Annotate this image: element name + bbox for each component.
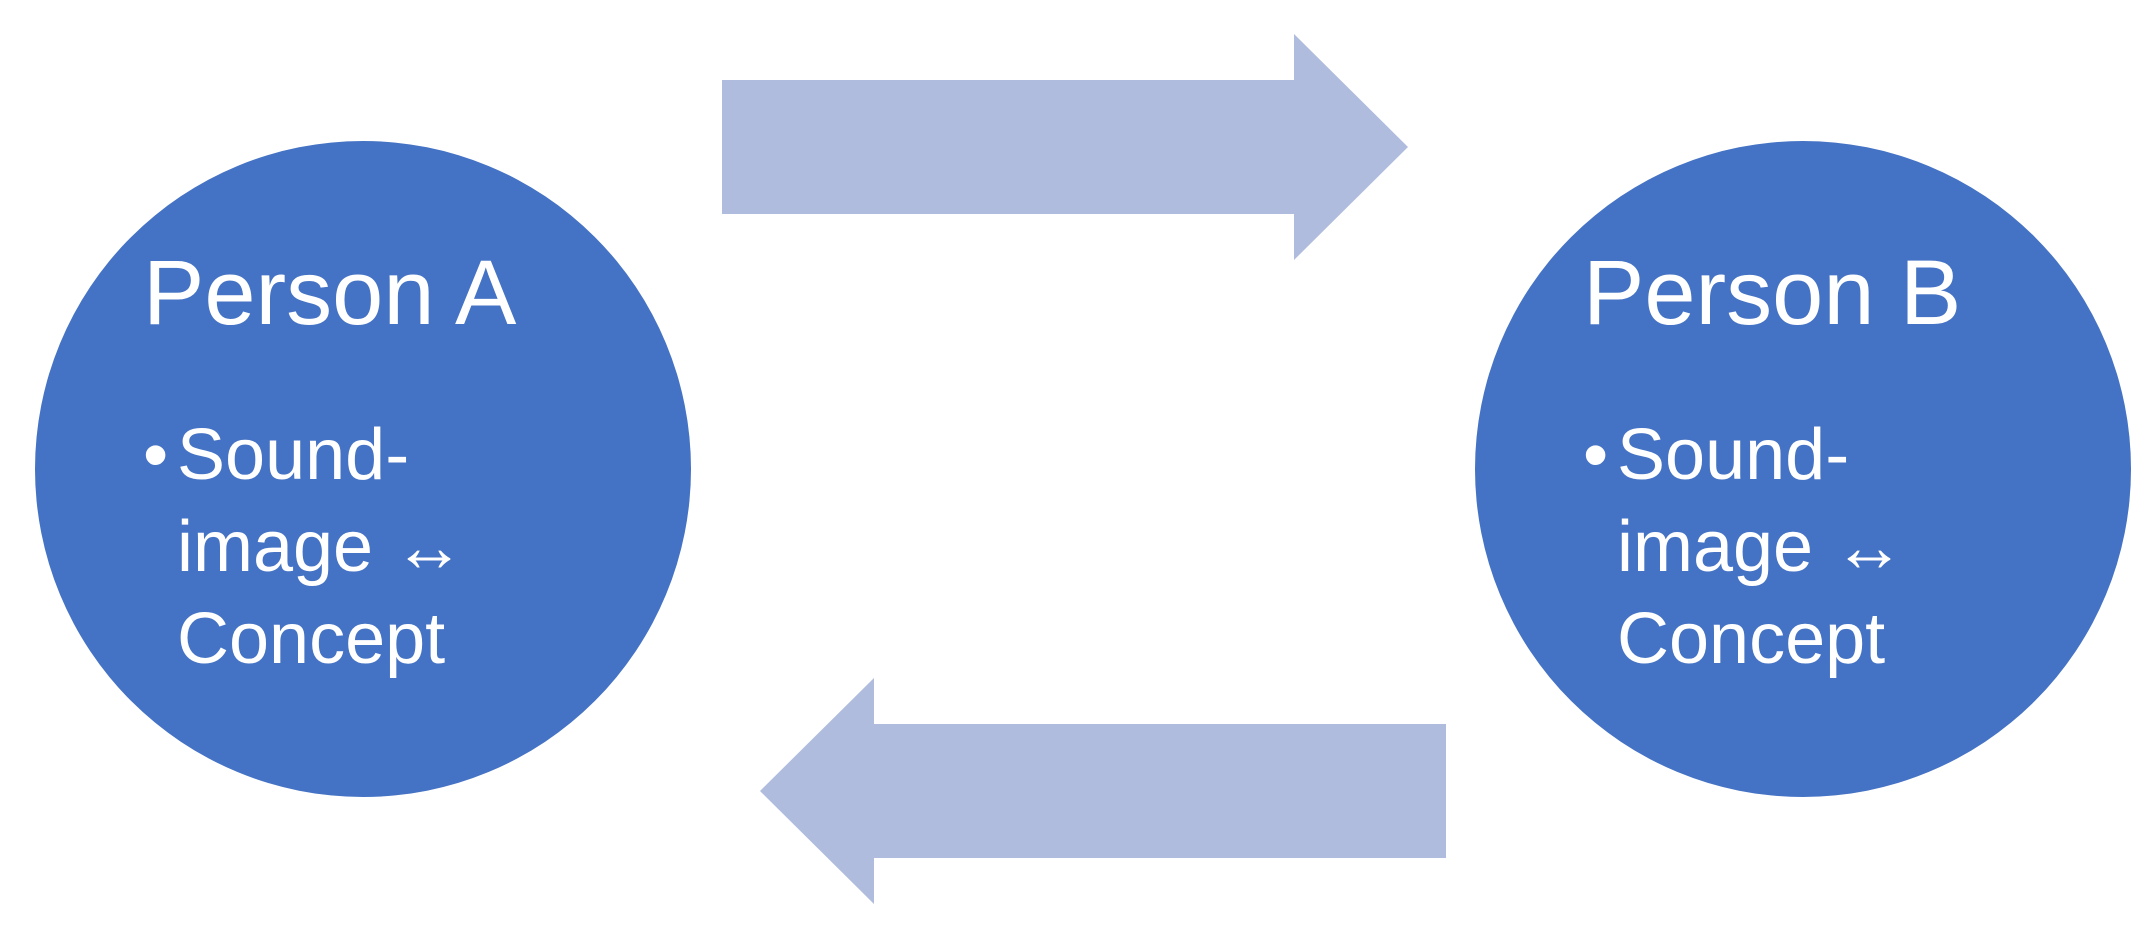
person-a-node: Person A • Sound-image ↔ Concept xyxy=(35,141,691,797)
person-a-title: Person A xyxy=(143,242,517,344)
bullet-icon: • xyxy=(143,415,169,495)
arrow-b-to-a xyxy=(760,678,1446,904)
person-b-node: Person B • Sound-image ↔ Concept xyxy=(1475,141,2131,797)
person-b-item-text: Sound-image ↔ Concept xyxy=(1617,415,1906,679)
bullet-icon: • xyxy=(1583,415,1609,495)
arrow-left-shape xyxy=(760,678,1446,904)
arrow-a-to-b xyxy=(722,34,1408,260)
person-a-item: • Sound-image ↔ Concept xyxy=(143,409,563,685)
person-b-item: • Sound-image ↔ Concept xyxy=(1583,409,2003,685)
person-b-title: Person B xyxy=(1583,242,1962,344)
arrow-right-shape xyxy=(722,34,1408,260)
person-a-item-text: Sound-image ↔ Concept xyxy=(177,415,466,679)
